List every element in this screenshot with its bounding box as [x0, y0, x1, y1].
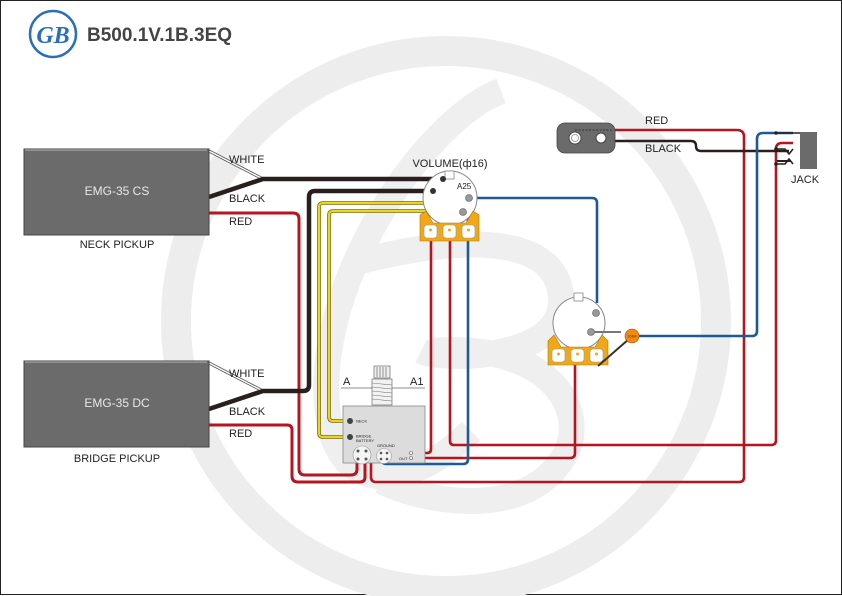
eq-knob-label-a: A	[343, 376, 351, 388]
logo-ring	[28, 9, 78, 59]
eq-neck-label: NECK	[356, 419, 367, 424]
volume-solder-point-2	[430, 188, 436, 194]
neck-wire-label-black: BLACK	[229, 193, 266, 205]
tone-pot-body	[552, 296, 606, 350]
battery-wire-label-black: BLACK	[645, 143, 682, 155]
eq-out-terminal-2	[409, 456, 413, 460]
volume-pot-tab	[444, 170, 455, 180]
neck-pickup: EMG-35 CS NECK PICKUP WHITE BLACK RED	[23, 148, 266, 251]
eq-out-label: OUT	[399, 456, 408, 461]
eq-ground-pin-2	[385, 451, 389, 455]
jack-tip-solder	[774, 131, 778, 135]
jack-body	[800, 132, 817, 169]
volume-red-wire-to-jack	[448, 141, 793, 447]
output-jack: JACK	[774, 131, 820, 186]
tone-lug-hole-2	[576, 352, 579, 356]
capacitor-lead-2	[597, 338, 630, 367]
bridge-pickup-caption: BRIDGE PICKUP	[74, 453, 160, 465]
neck-pickup-body	[23, 148, 210, 236]
eq-battery-connector	[352, 445, 372, 465]
neck-wire-label-white: WHITE	[229, 154, 264, 166]
volume-solder-point-1	[440, 176, 446, 182]
bridge-pickup-body	[23, 360, 210, 448]
jack-sleeve-contact	[776, 148, 794, 156]
bridge-wire-label-black: BLACK	[229, 406, 266, 418]
logo-text: GB	[36, 23, 69, 49]
watermark-logo	[161, 36, 731, 596]
watermark-b-stroke	[357, 231, 585, 514]
neck-red-wire	[209, 211, 359, 477]
capacitor-icon	[624, 328, 640, 344]
neck-wire-label-red: RED	[229, 216, 252, 228]
volume-solder-point-3	[465, 194, 473, 202]
volume-pot-label: VOLUME(ф16)	[412, 158, 487, 170]
jack-sleeve-solder	[774, 147, 778, 151]
bridge-red-wire	[209, 423, 367, 484]
bridge-pickup: EMG-35 DC BRIDGE PICKUP WHITE BLACK RED	[23, 360, 266, 465]
eq-ground-pin-4	[385, 457, 389, 461]
blue-wire-to-jack	[633, 131, 793, 338]
battery-terminal-negative	[595, 132, 607, 144]
eq-ground-pin-1	[379, 451, 383, 455]
eq-module: A A1 NECK BRIDGE BATTERY GROUND OUT	[341, 365, 426, 465]
tone-pot-tab	[573, 292, 584, 302]
eq-ground-pin-3	[379, 457, 383, 461]
bridge-pickup-model: EMG-35 DC	[84, 396, 150, 410]
volume-lug-hole-3	[467, 228, 470, 232]
battery-red-wire	[369, 128, 746, 484]
tone-lug-hole-3	[595, 352, 598, 356]
battery-clip: RED BLACK	[556, 115, 682, 155]
eq-battery-pin-3	[356, 457, 360, 461]
volume-pot-value: A25	[457, 182, 472, 191]
eq-battery-pin-4	[364, 457, 368, 461]
bridge-black-wire	[208, 188, 433, 412]
eq-knob-threads	[371, 382, 393, 402]
volume-pot-lugs	[423, 224, 476, 239]
watermark-ring	[161, 36, 731, 596]
eq-knob-label-a1: A1	[410, 376, 423, 388]
blue-wire-vol-to-tone	[468, 196, 599, 303]
eq-out-terminal-1	[409, 451, 413, 455]
volume-red-wire-1	[411, 241, 433, 455]
battery-wire-label-red: RED	[645, 115, 668, 127]
neck-pickup-caption: NECK PICKUP	[80, 239, 155, 251]
logo: GB	[28, 9, 78, 59]
battery-clip-body	[556, 122, 616, 154]
eq-ground-label: GROUND	[377, 443, 395, 448]
bridge-white-wire	[208, 362, 264, 392]
jack-ring-solder	[774, 162, 778, 166]
eq-battery-pin-2	[364, 449, 368, 453]
bridge-wire-label-white: WHITE	[229, 368, 264, 380]
jack-label: JACK	[791, 174, 820, 186]
tone-red-wire	[411, 361, 577, 460]
volume-pot: VOLUME(ф16) A25	[412, 158, 488, 242]
tone-lug-hole-1	[557, 352, 560, 356]
eq-battery-label: BATTERY	[356, 438, 374, 443]
eq-knob-shaft-top	[373, 365, 391, 379]
watermark-g-stroke	[313, 78, 507, 490]
jack-ring-contact	[776, 157, 794, 165]
tone-solder-point-1	[592, 309, 600, 317]
volume-lug-hole-1	[429, 228, 432, 232]
eq-bridge-terminal	[347, 434, 353, 440]
battery-terminal-positive-inner	[571, 134, 579, 142]
volume-solder-point-4	[459, 208, 467, 216]
volume-lug-hole-2	[448, 228, 451, 232]
page-title: B500.1V.1B.3EQ	[87, 25, 232, 46]
neck-black-wire	[208, 176, 443, 200]
capacitor-label: 104M	[628, 335, 637, 339]
neck-white-wire	[208, 150, 264, 180]
battery-black-wire	[613, 139, 789, 153]
tone-pot: 104M	[547, 292, 640, 367]
neck-pickup-model: EMG-35 CS	[85, 184, 150, 198]
eq-battery-pin-1	[356, 449, 360, 453]
eq-bridge-label: BRIDGE	[356, 434, 372, 439]
eq-ground-connector	[376, 448, 392, 464]
bridge-wire-label-red: RED	[229, 428, 252, 440]
tone-solder-point-2	[587, 328, 595, 336]
eq-neck-terminal	[347, 418, 353, 424]
